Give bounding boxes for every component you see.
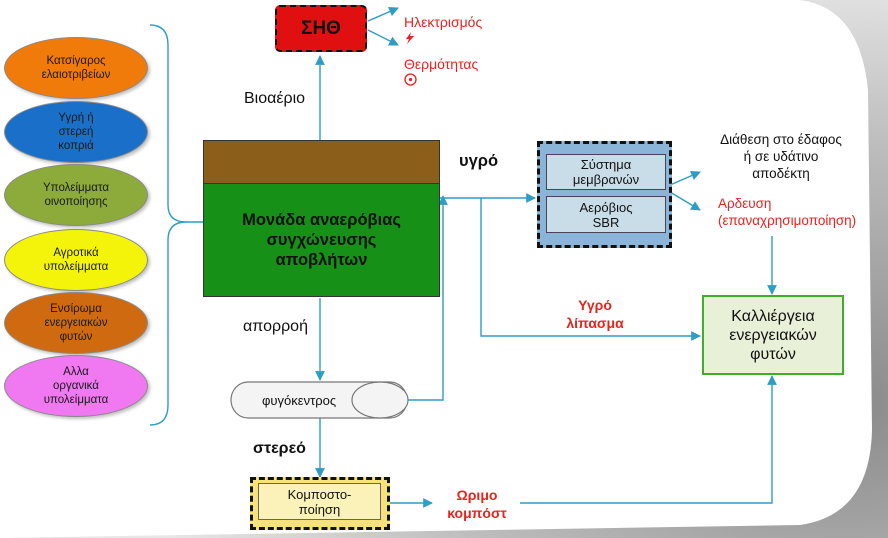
input-energy-crop-silage: Ενσίρωμα ενεργειακών φυτών (4, 292, 148, 354)
heat-output: Θερμότητας (404, 40, 478, 88)
energy-crops-label: Καλλιέργεια ενεργειακών φυτών (729, 307, 817, 363)
digester-label: Μονάδα αναερόβιας συγχώνευσης αποβλήτων (242, 211, 401, 269)
energy-crops-box: Καλλιέργεια ενεργειακών φυτών (702, 295, 844, 375)
liquid-fertilizer-label: Υγρό λίπασμα (566, 297, 624, 331)
chp-label: ΣΗΘ (301, 17, 341, 39)
input-label: Ενσίρωμα ενεργειακών φυτών (44, 303, 108, 343)
composting-box: Κομποστο- ποίηση (258, 483, 381, 520)
membrane-label: Σύστημα μεμβρανών (572, 157, 640, 187)
solid-label: στερεό (253, 440, 306, 457)
sun-icon (404, 73, 417, 86)
input-label: Κατσίγαρος ελαιοτριβείων (41, 55, 111, 81)
disposal-label: Διάθεση στο έδαφος ή σε υδάτινο αποδέκτη (720, 132, 842, 181)
input-label: Αγροτικά υπολείμματα (43, 247, 109, 273)
input-brace (149, 24, 187, 426)
input-winery-residues: Υπολείμματα οινοποίησης (4, 164, 148, 226)
input-label: Υγρή ή στερεή κοπριά (58, 112, 94, 152)
membrane-system: Σύστημα μεμβρανών (546, 154, 666, 190)
effluent-label: απορροή (243, 318, 308, 335)
input-label: Υπολείμματα οινοποίησης (43, 182, 109, 208)
electricity-label: Ηλεκτρισμός (404, 14, 483, 30)
input-other-organic-residues: Αλλα οργανικά υπολείμματα (4, 355, 148, 417)
input-label: Αλλα οργανικά υπολείμματα (43, 366, 109, 406)
heat-label: Θερμότητας (404, 56, 479, 72)
lightning-icon (406, 32, 414, 44)
mature-compost-label: Ωριμο κομπόστ (447, 487, 507, 521)
centrifuge (230, 381, 409, 419)
composting-label: Κομποστο- ποίηση (287, 486, 352, 517)
aerobic-sbr: Αερόβιος SBR (546, 196, 666, 233)
liquid-label: υγρό (459, 152, 499, 170)
electricity-output: Ηλεκτρισμός (404, 0, 482, 46)
biogas-label: Βιοαέριο (244, 90, 306, 107)
sbr-label: Αερόβιος SBR (579, 199, 633, 230)
centrifuge-label: φυγόκεντρος (262, 393, 337, 408)
digester-top (203, 140, 440, 184)
irrigation-label: Αρδευση (επαναχρησιμοποίηση) (718, 196, 857, 228)
digester-unit: Μονάδα αναερόβιας συγχώνευσης αποβλήτων (203, 183, 440, 297)
input-manure: Υγρή ή στερεή κοπριά (4, 101, 148, 163)
input-agricultural-residues: Αγροτικά υπολείμματα (4, 229, 148, 291)
input-olive-mill-wastewater: Κατσίγαρος ελαιοτριβείων (4, 37, 148, 99)
chp-box: ΣΗΘ (275, 5, 367, 52)
